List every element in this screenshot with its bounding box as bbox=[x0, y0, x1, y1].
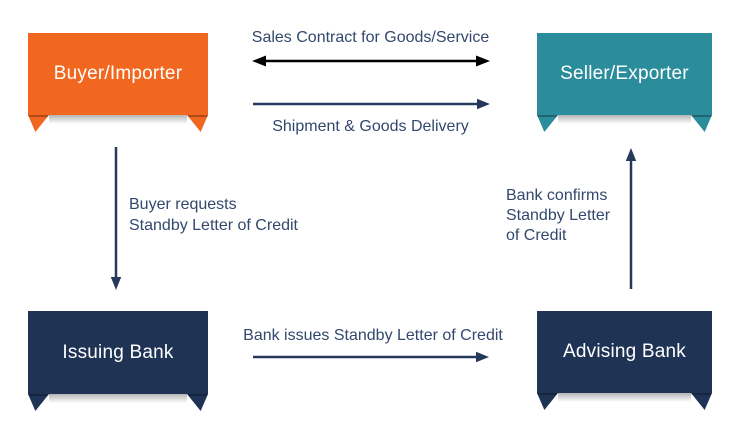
node-seller-exporter: Seller/Exporter bbox=[537, 33, 712, 132]
node-advising-bank: Advising Bank bbox=[537, 311, 712, 410]
node-label: Advising Bank bbox=[562, 341, 686, 362]
edge-label-line: Bank confirms bbox=[506, 187, 608, 204]
node-issuing-bank: Issuing Bank bbox=[28, 311, 208, 411]
ribbon-shadow bbox=[49, 394, 187, 403]
ribbon-shadow bbox=[558, 393, 691, 402]
node-body: Buyer/Importer bbox=[28, 33, 208, 115]
edge-label-line: of Credit bbox=[506, 227, 567, 244]
node-body: Advising Bank bbox=[537, 311, 712, 393]
node-buyer-importer: Buyer/Importer bbox=[28, 33, 208, 132]
edge-label-buyer-request: Buyer requests Standby Letter of Credit bbox=[129, 194, 298, 236]
ribbon-shadow bbox=[558, 115, 691, 124]
node-label: Buyer/Importer bbox=[53, 63, 183, 84]
node-label: Seller/Exporter bbox=[560, 63, 689, 84]
arrow-buyer-request bbox=[110, 147, 122, 290]
ribbon-shadow bbox=[49, 115, 187, 124]
edge-label-line: Standby Letter bbox=[506, 207, 611, 224]
edge-label-sales-contract: Sales Contract for Goods/Service bbox=[251, 29, 490, 46]
edge-label-bank-issues: Bank issues Standby Letter of Credit bbox=[243, 327, 503, 344]
edge-label-line: Buyer requests bbox=[129, 196, 237, 213]
arrow-shipment bbox=[253, 98, 490, 110]
edge-label-line: Standby Letter of Credit bbox=[129, 217, 298, 234]
node-label: Issuing Bank bbox=[62, 341, 174, 363]
arrow-bank-issues bbox=[253, 351, 489, 363]
node-body: Issuing Bank bbox=[28, 311, 208, 394]
edge-label-shipment: Shipment & Goods Delivery bbox=[272, 118, 469, 135]
edge-label-bank-confirms: Bank confirms Standby Letter of Credit bbox=[506, 186, 610, 246]
arrow-sales-contract bbox=[252, 55, 490, 67]
arrow-bank-confirms bbox=[625, 148, 637, 289]
node-body: Seller/Exporter bbox=[537, 33, 712, 115]
